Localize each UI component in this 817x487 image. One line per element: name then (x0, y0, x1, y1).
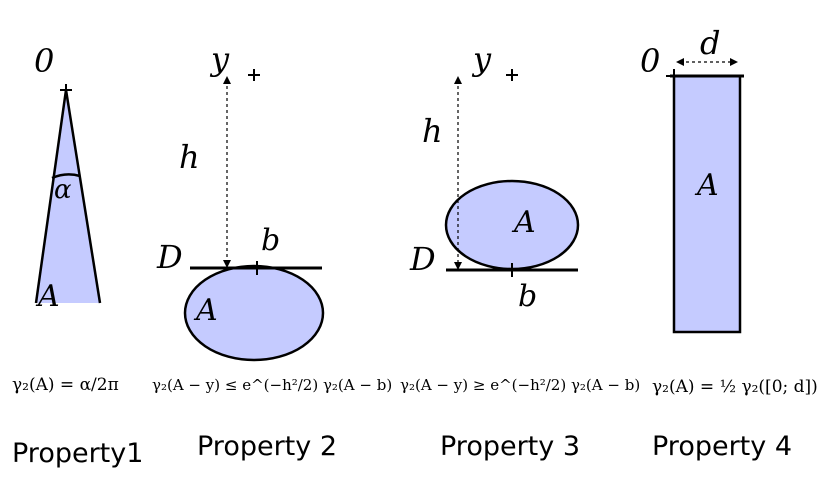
point-y-label: y (471, 40, 492, 78)
origin-label: 0 (34, 42, 54, 80)
sector-right-edge (64, 89, 102, 304)
origin-label: 0 (640, 42, 660, 80)
set-label: A (511, 205, 536, 240)
angle-arc (51, 173, 81, 180)
set-label: A (193, 293, 218, 328)
point-y-label: y (209, 40, 230, 78)
panel-property-2: y h D b A γ₂(A − y) ≤ e^(−h²/2) γ₂(A − b… (152, 40, 392, 462)
panel-property-3: y h D b A γ₂(A − y) ≥ e^(−h²/2) γ₂(A − b… (400, 40, 640, 462)
caption-property-1: Property1 (12, 438, 143, 469)
formula-2: γ₂(A − y) ≤ e^(−h²/2) γ₂(A − b) (152, 376, 392, 394)
formula-1: γ₂(A) = α/2π (12, 375, 119, 395)
height-label: h (422, 112, 443, 150)
sector-left-edge (34, 89, 68, 304)
set-ellipse (183, 264, 325, 362)
set-ellipse (444, 179, 580, 271)
width-label: d (700, 24, 720, 62)
panel-property-1: 0 α A γ₂(A) = α/2π Property1 (12, 42, 143, 469)
line-D-label: D (409, 240, 436, 278)
caption-property-3: Property 3 (440, 431, 580, 462)
set-label: A (694, 168, 719, 203)
sector-shape (36, 90, 100, 303)
panel-property-4: 0 d A γ₂(A) = ½ γ₂([0; d]) Property 4 (640, 24, 817, 462)
angle-label: α (54, 175, 72, 205)
line-D-label: D (156, 238, 183, 276)
formula-4: γ₂(A) = ½ γ₂([0; d]) (652, 377, 817, 397)
caption-property-4: Property 4 (652, 431, 792, 462)
strip-rect (672, 74, 742, 334)
tangent-point-label: b (261, 223, 280, 258)
formula-3: γ₂(A − y) ≥ e^(−h²/2) γ₂(A − b) (400, 376, 640, 394)
caption-property-2: Property 2 (197, 431, 337, 462)
height-label: h (179, 138, 200, 176)
set-label: A (35, 279, 60, 314)
tangent-point-label: b (518, 279, 537, 314)
